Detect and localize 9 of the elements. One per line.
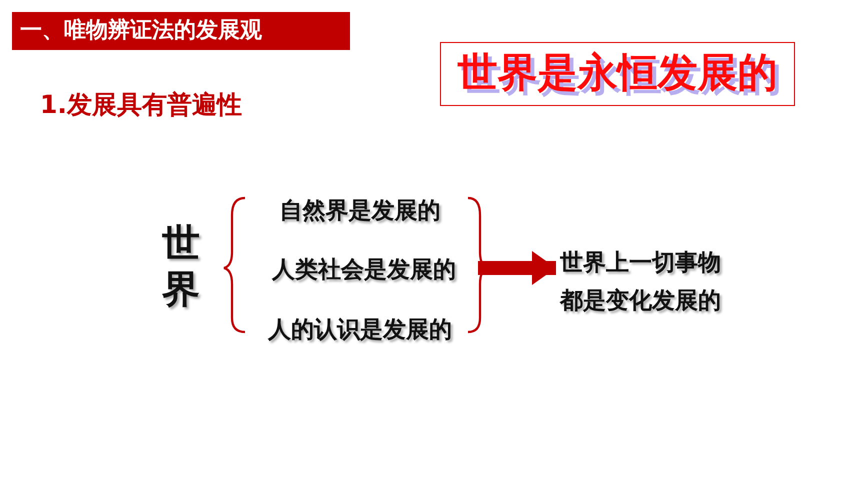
statement-text: 人类社会是发展的 <box>250 254 478 286</box>
arrow <box>478 251 556 285</box>
statement-text: 人的认识是发展的 <box>250 314 470 346</box>
statement-text: 自然界是发展的 <box>250 195 470 227</box>
highlight-box: 世界是永恒发展的 <box>440 42 795 106</box>
title-banner: 一、唯物辨证法的发展观 <box>12 12 350 50</box>
vertical-text: 世界 <box>160 220 202 312</box>
section-heading: 1.发展具有普遍性 <box>40 89 242 121</box>
conclusion-text: 世界上一切事物都是变化发展的 <box>560 244 732 320</box>
